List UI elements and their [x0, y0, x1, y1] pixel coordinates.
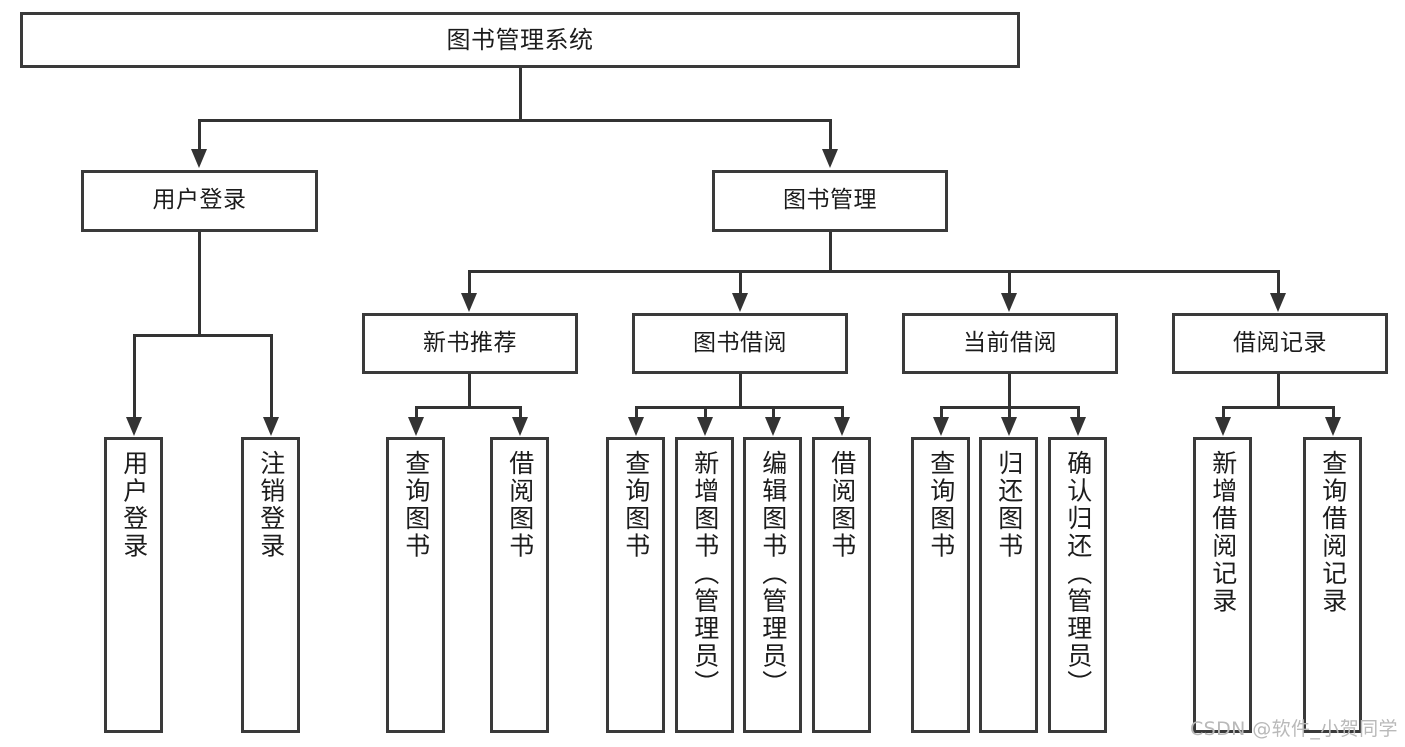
edge-record-drop-1	[1222, 406, 1225, 419]
edge-borrow-stem	[739, 374, 742, 408]
edge-book-mgmt-bus	[468, 270, 1280, 273]
node-leaf-logout[interactable]: 注销登录	[241, 437, 300, 733]
edge-borrow-drop-1	[635, 406, 638, 419]
node-leaf-borrow-add-book-admin[interactable]: 新增图书（管理员）	[675, 437, 734, 733]
node-label: 查询图书	[401, 450, 431, 560]
edge-book-mgmt-stem	[829, 232, 832, 272]
edge-recommend-bus	[415, 406, 522, 409]
arrowhead-book-mgmt	[822, 149, 838, 168]
edge-root-to-book-mgmt	[829, 119, 832, 151]
arrowhead-leaf-logout	[263, 417, 279, 436]
node-label: 新书推荐	[423, 329, 517, 356]
node-label: 编辑图书（管理员）	[758, 450, 788, 698]
edge-current-drop-1	[940, 406, 943, 419]
arrowhead-new-book-recommend	[461, 293, 477, 312]
arrowhead-borrow-record	[1270, 293, 1286, 312]
edge-user-login-drop-1	[133, 334, 136, 419]
node-label: 图书借阅	[693, 329, 787, 356]
edge-current-stem	[1008, 374, 1011, 408]
node-leaf-borrow-edit-book-admin[interactable]: 编辑图书（管理员）	[743, 437, 802, 733]
edge-recommend-drop-1	[415, 406, 418, 419]
arrowhead-borrow-leaf-4	[834, 417, 850, 436]
node-root-library-system[interactable]: 图书管理系统	[20, 12, 1020, 68]
node-label: 归还图书	[994, 450, 1024, 560]
node-leaf-record-query-record[interactable]: 查询借阅记录	[1303, 437, 1362, 733]
node-leaf-current-return-book[interactable]: 归还图书	[979, 437, 1038, 733]
node-label: 注销登录	[256, 450, 286, 560]
arrowhead-current-borrow	[1001, 293, 1017, 312]
node-leaf-recommend-query-book[interactable]: 查询图书	[386, 437, 445, 733]
node-label: 用户登录	[119, 450, 149, 560]
arrowhead-borrow-leaf-1	[628, 417, 644, 436]
node-label: 当前借阅	[963, 329, 1057, 356]
arrowhead-current-leaf-3	[1070, 417, 1086, 436]
node-label: 新增借阅记录	[1208, 450, 1238, 615]
node-label: 图书管理系统	[446, 25, 594, 54]
node-leaf-user-login[interactable]: 用户登录	[104, 437, 163, 733]
edge-current-drop-2	[1008, 406, 1011, 419]
edge-recommend-drop-2	[519, 406, 522, 419]
node-leaf-borrow-borrow-book[interactable]: 借阅图书	[812, 437, 871, 733]
node-leaf-recommend-borrow-book[interactable]: 借阅图书	[490, 437, 549, 733]
node-label: 图书管理	[783, 187, 877, 214]
arrowhead-leaf-user-login	[126, 417, 142, 436]
node-current-borrow[interactable]: 当前借阅	[902, 313, 1118, 374]
node-label: 新增图书（管理员）	[690, 450, 720, 698]
edge-current-drop-3	[1077, 406, 1080, 419]
edge-user-login-drop-2	[270, 334, 273, 419]
node-label: 借阅记录	[1233, 329, 1327, 356]
node-label: 用户登录	[152, 187, 247, 214]
node-book-borrow[interactable]: 图书借阅	[632, 313, 848, 374]
edge-recommend-stem	[468, 374, 471, 408]
edge-record-drop-2	[1332, 406, 1335, 419]
node-leaf-record-add-record[interactable]: 新增借阅记录	[1193, 437, 1252, 733]
edge-user-login-bus	[133, 334, 272, 337]
node-label: 查询借阅记录	[1318, 450, 1348, 615]
node-user-login[interactable]: 用户登录	[81, 170, 318, 232]
node-leaf-current-query-book[interactable]: 查询图书	[911, 437, 970, 733]
edge-book-mgmt-drop-3	[1008, 270, 1011, 296]
edge-user-login-stem	[198, 232, 201, 336]
csdn-watermark: CSDN @软件_小贺同学	[1190, 718, 1398, 740]
node-leaf-current-confirm-return-admin[interactable]: 确认归还（管理员）	[1048, 437, 1107, 733]
arrowhead-book-borrow	[732, 293, 748, 312]
arrowhead-recommend-leaf-1	[408, 417, 424, 436]
node-borrow-record[interactable]: 借阅记录	[1172, 313, 1388, 374]
edge-root-stem	[519, 67, 522, 119]
edge-borrow-drop-2	[704, 406, 707, 419]
edge-root-to-user-login	[198, 119, 201, 151]
edge-record-stem	[1277, 374, 1280, 408]
node-label: 借阅图书	[827, 450, 857, 560]
edge-root-bus	[198, 119, 832, 122]
node-label: 查询图书	[621, 450, 651, 560]
arrowhead-current-leaf-1	[933, 417, 949, 436]
arrowhead-record-leaf-2	[1325, 417, 1341, 436]
arrowhead-user-login	[191, 149, 207, 168]
edge-record-bus	[1222, 406, 1335, 409]
node-book-management[interactable]: 图书管理	[712, 170, 948, 232]
arrowhead-borrow-leaf-3	[765, 417, 781, 436]
edge-borrow-drop-3	[772, 406, 775, 419]
edge-book-mgmt-drop-4	[1277, 270, 1280, 296]
edge-book-mgmt-drop-2	[739, 270, 742, 296]
arrowhead-current-leaf-2	[1001, 417, 1017, 436]
arrowhead-record-leaf-1	[1215, 417, 1231, 436]
arrowhead-recommend-leaf-2	[512, 417, 528, 436]
edge-borrow-bus	[635, 406, 843, 409]
node-label: 查询图书	[926, 450, 956, 560]
node-new-book-recommend[interactable]: 新书推荐	[362, 313, 578, 374]
node-label: 借阅图书	[505, 450, 535, 560]
node-leaf-borrow-query-book[interactable]: 查询图书	[606, 437, 665, 733]
edge-borrow-drop-4	[841, 406, 844, 419]
arrowhead-borrow-leaf-2	[697, 417, 713, 436]
edge-book-mgmt-drop-1	[468, 270, 471, 296]
node-label: 确认归还（管理员）	[1063, 450, 1093, 698]
